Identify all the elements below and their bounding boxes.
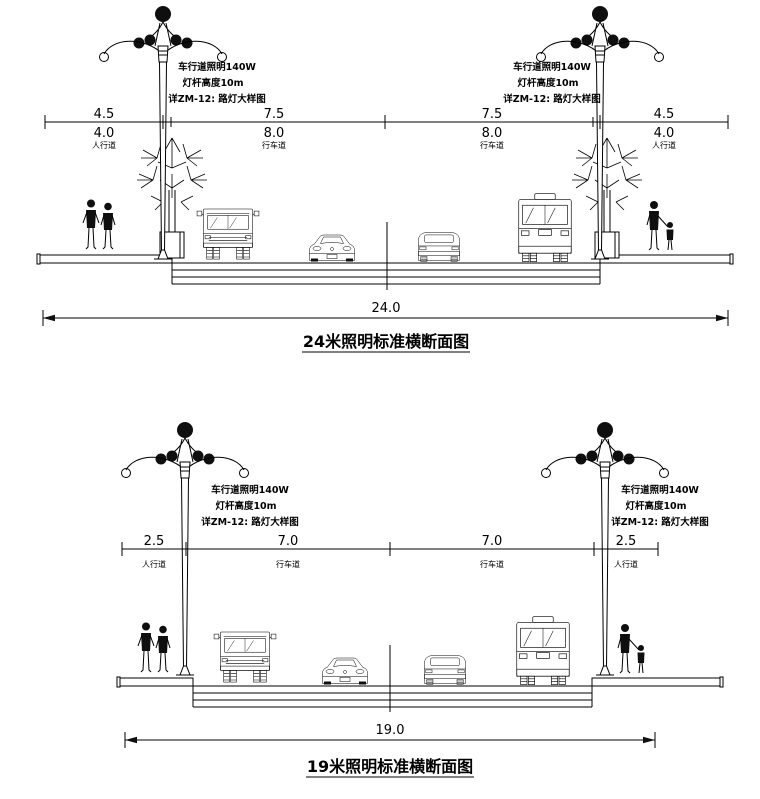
- tree-left-icon: [136, 137, 208, 259]
- note-line: 灯杆高度10m: [182, 77, 243, 89]
- tree-right-icon: [571, 137, 643, 259]
- note-line: 详ZM-12: 路灯大样图: [611, 516, 709, 528]
- sedan-icon: [309, 234, 355, 262]
- pedestrian-couple-icon: [137, 622, 171, 673]
- suv-icon: [418, 232, 460, 262]
- dim-value: 4.5: [654, 107, 675, 122]
- section-24m: 车行道照明140W 灯杆高度10m 详ZM-12: 路灯大样图 车行道照明140…: [36, 5, 734, 353]
- note-line: 详ZM-12: 路灯大样图: [503, 93, 601, 105]
- pole-note-left: 车行道照明140W 灯杆高度10m 详ZM-12: 路灯大样图: [201, 484, 299, 528]
- lane-label: 人行道: [614, 559, 638, 569]
- dim-value: 8.0: [482, 126, 503, 141]
- dim-value: 7.0: [278, 534, 299, 549]
- total-width-value: 19.0: [376, 723, 405, 738]
- lane-label: 行车道: [480, 559, 504, 569]
- dim-value: 8.0: [264, 126, 285, 141]
- section-19m: 车行道照明140W 灯杆高度10m 详ZM-12: 路灯大样图 车行道照明140…: [116, 421, 724, 778]
- pole-note-right: 车行道照明140W 灯杆高度10m 详ZM-12: 路灯大样图: [611, 484, 709, 528]
- note-line: 详ZM-12: 路灯大样图: [201, 516, 299, 528]
- section-title: 19米照明标准横断面图: [307, 757, 473, 776]
- note-line: 车行道照明140W: [513, 61, 591, 73]
- bus-icon: [516, 616, 570, 685]
- dim-value: 7.5: [264, 107, 285, 122]
- truck-icon: [196, 208, 260, 260]
- dim-value: 4.5: [94, 107, 115, 122]
- dim-value: 7.0: [482, 534, 503, 549]
- note-line: 车行道照明140W: [621, 484, 699, 496]
- note-line: 灯杆高度10m: [625, 500, 686, 512]
- lane-label: 行车道: [276, 559, 300, 569]
- dimension-row-19m: 2.5 7.0 7.0 2.5 人行道 行车道 行车道 人行道: [121, 534, 659, 569]
- note-line: 车行道照明140W: [178, 61, 256, 73]
- dim-value: 2.5: [144, 534, 165, 549]
- section-title: 24米照明标准横断面图: [303, 332, 469, 351]
- suv-icon: [424, 655, 466, 685]
- pedestrian-adult-child-icon: [617, 623, 645, 674]
- total-dimension-19m: 19.0: [124, 723, 656, 748]
- title-19m: 19米照明标准横断面图: [306, 757, 474, 778]
- lane-label: 人行道: [142, 559, 166, 569]
- note-line: 灯杆高度10m: [215, 500, 276, 512]
- dim-value: 4.0: [654, 126, 675, 141]
- total-dimension-24m: 24.0: [42, 301, 729, 326]
- lane-label: 行车道: [480, 140, 504, 150]
- title-24m: 24米照明标准横断面图: [302, 332, 470, 353]
- pedestrian-adult-child-icon: [646, 200, 674, 251]
- pedestrian-couple-icon: [82, 199, 116, 250]
- total-width-value: 24.0: [372, 301, 401, 316]
- note-line: 灯杆高度10m: [517, 77, 578, 89]
- lane-label: 人行道: [92, 140, 116, 150]
- note-line: 详ZM-12: 路灯大样图: [168, 93, 266, 105]
- ground-24m: [36, 222, 734, 290]
- lane-label: 人行道: [652, 140, 676, 150]
- pole-note-right: 车行道照明140W 灯杆高度10m 详ZM-12: 路灯大样图: [503, 61, 601, 105]
- truck-icon: [213, 631, 277, 683]
- dim-value: 4.0: [94, 126, 115, 141]
- dim-value: 2.5: [616, 534, 637, 549]
- dim-value: 7.5: [482, 107, 503, 122]
- bus-icon: [518, 193, 572, 262]
- note-line: 车行道照明140W: [211, 484, 289, 496]
- ground-19m: [116, 645, 724, 712]
- pole-note-left: 车行道照明140W 灯杆高度10m 详ZM-12: 路灯大样图: [168, 61, 266, 105]
- lane-label: 行车道: [262, 140, 286, 150]
- dimension-row-24m: 4.5 7.5 7.5 4.5 4.0 8.0 8.0 4.0 人行道 行车道 …: [44, 107, 729, 150]
- sedan-icon: [322, 657, 368, 685]
